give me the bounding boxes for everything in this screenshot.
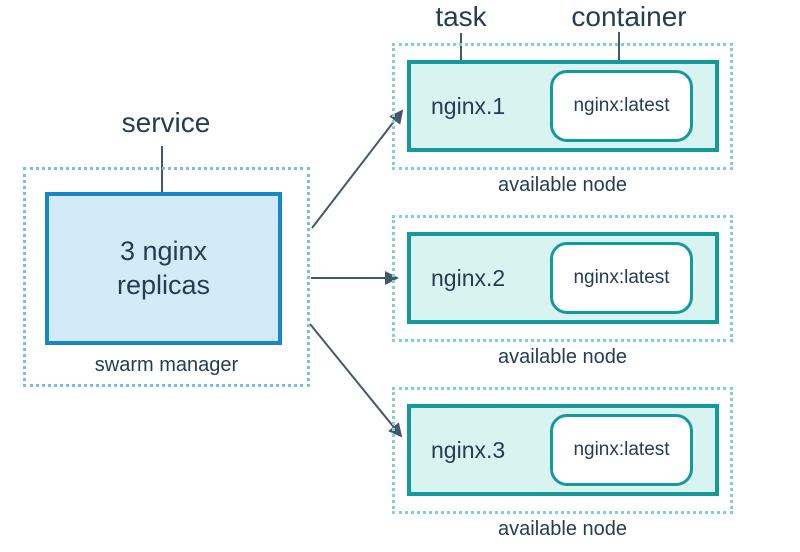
node-caption-3: available node: [498, 518, 627, 540]
node-box-2: [392, 215, 733, 342]
task-name: nginx.1: [431, 92, 506, 119]
task-label-pointer: task: [435, 1, 487, 32]
task-box-3: nginx.3 nginx:latest: [407, 404, 719, 496]
node-box-3: [392, 387, 733, 514]
arrow-to-node-1: [311, 109, 404, 229]
task-name: nginx.2: [431, 264, 506, 291]
task-box-2: nginx.2 nginx:latest: [407, 232, 719, 324]
container-box: nginx:latest: [550, 70, 693, 142]
swarm-manager-caption: swarm manager: [94, 354, 239, 376]
container-box: nginx:latest: [550, 414, 693, 486]
task-box-1: nginx.1 nginx:latest: [407, 60, 719, 152]
container-label-pointer: container: [571, 1, 687, 32]
container-box: nginx:latest: [550, 242, 693, 314]
container-image: nginx:latest: [573, 267, 670, 288]
service-box-text: 3 nginx replicas: [116, 235, 211, 300]
swarm-manager-box: [23, 167, 310, 387]
node-caption-1: available node: [498, 174, 627, 196]
arrow-to-node-3: [309, 323, 403, 438]
container-image: nginx:latest: [573, 439, 670, 460]
container-image: nginx:latest: [573, 95, 670, 116]
service-label: service: [121, 107, 211, 138]
node-caption-2: available node: [498, 346, 627, 368]
task-name: nginx.3: [431, 436, 506, 463]
service-box: 3 nginx replicas: [45, 192, 282, 345]
node-box-1: [392, 43, 733, 170]
